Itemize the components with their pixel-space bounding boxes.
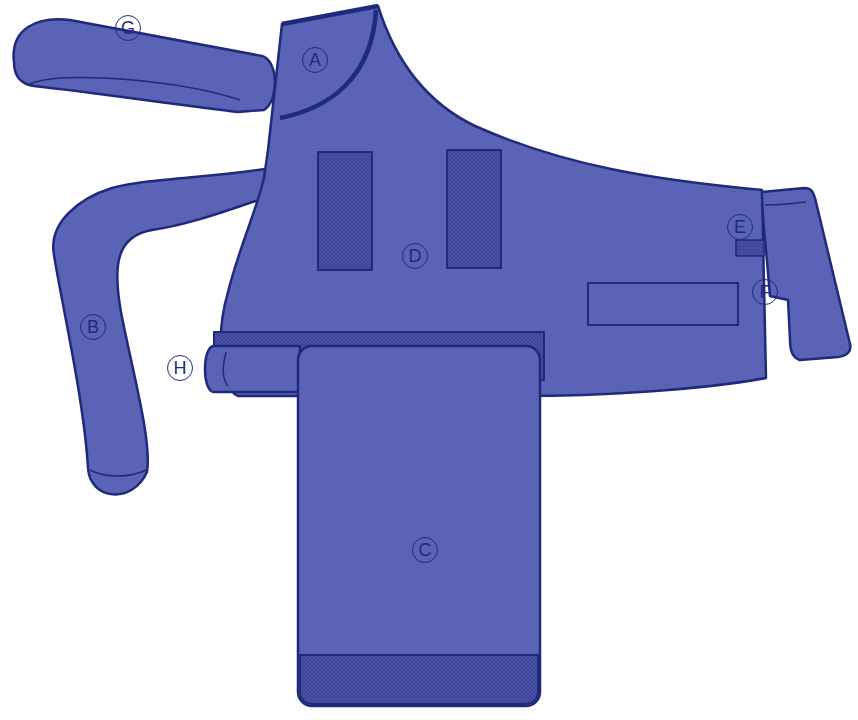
callout-letter: C	[419, 541, 432, 559]
callout-circle: D	[402, 243, 428, 269]
callout-letter: F	[760, 283, 771, 301]
callout-circle: A	[302, 47, 328, 73]
velcro-patch	[318, 152, 372, 270]
strap-slot	[588, 283, 738, 325]
velcro-patch	[736, 240, 764, 256]
collar-edge	[280, 10, 376, 118]
velcro-patch	[300, 655, 538, 704]
callout-circle: B	[80, 314, 106, 340]
callout-letter: G	[121, 19, 135, 37]
tab	[205, 346, 300, 392]
strap-fold	[30, 77, 240, 100]
flap-fold	[765, 202, 806, 205]
tail-flap	[762, 188, 850, 360]
callout-letter: E	[734, 218, 746, 236]
velcro-patch	[447, 150, 501, 268]
callout-circle: G	[115, 15, 141, 41]
callout-circle: E	[727, 214, 753, 240]
strap	[14, 19, 275, 112]
callout-letter: D	[409, 247, 422, 265]
tab-fold	[223, 352, 228, 386]
callout-letter: H	[174, 359, 187, 377]
callout-circle: C	[412, 537, 438, 563]
sleeve-cuff	[90, 470, 146, 476]
collar-top	[282, 6, 378, 24]
belly-flap	[298, 346, 540, 706]
callout-circle: H	[167, 355, 193, 381]
callout-circle: F	[752, 279, 778, 305]
callout-letter: A	[309, 51, 321, 69]
callout-letter: B	[87, 318, 99, 336]
